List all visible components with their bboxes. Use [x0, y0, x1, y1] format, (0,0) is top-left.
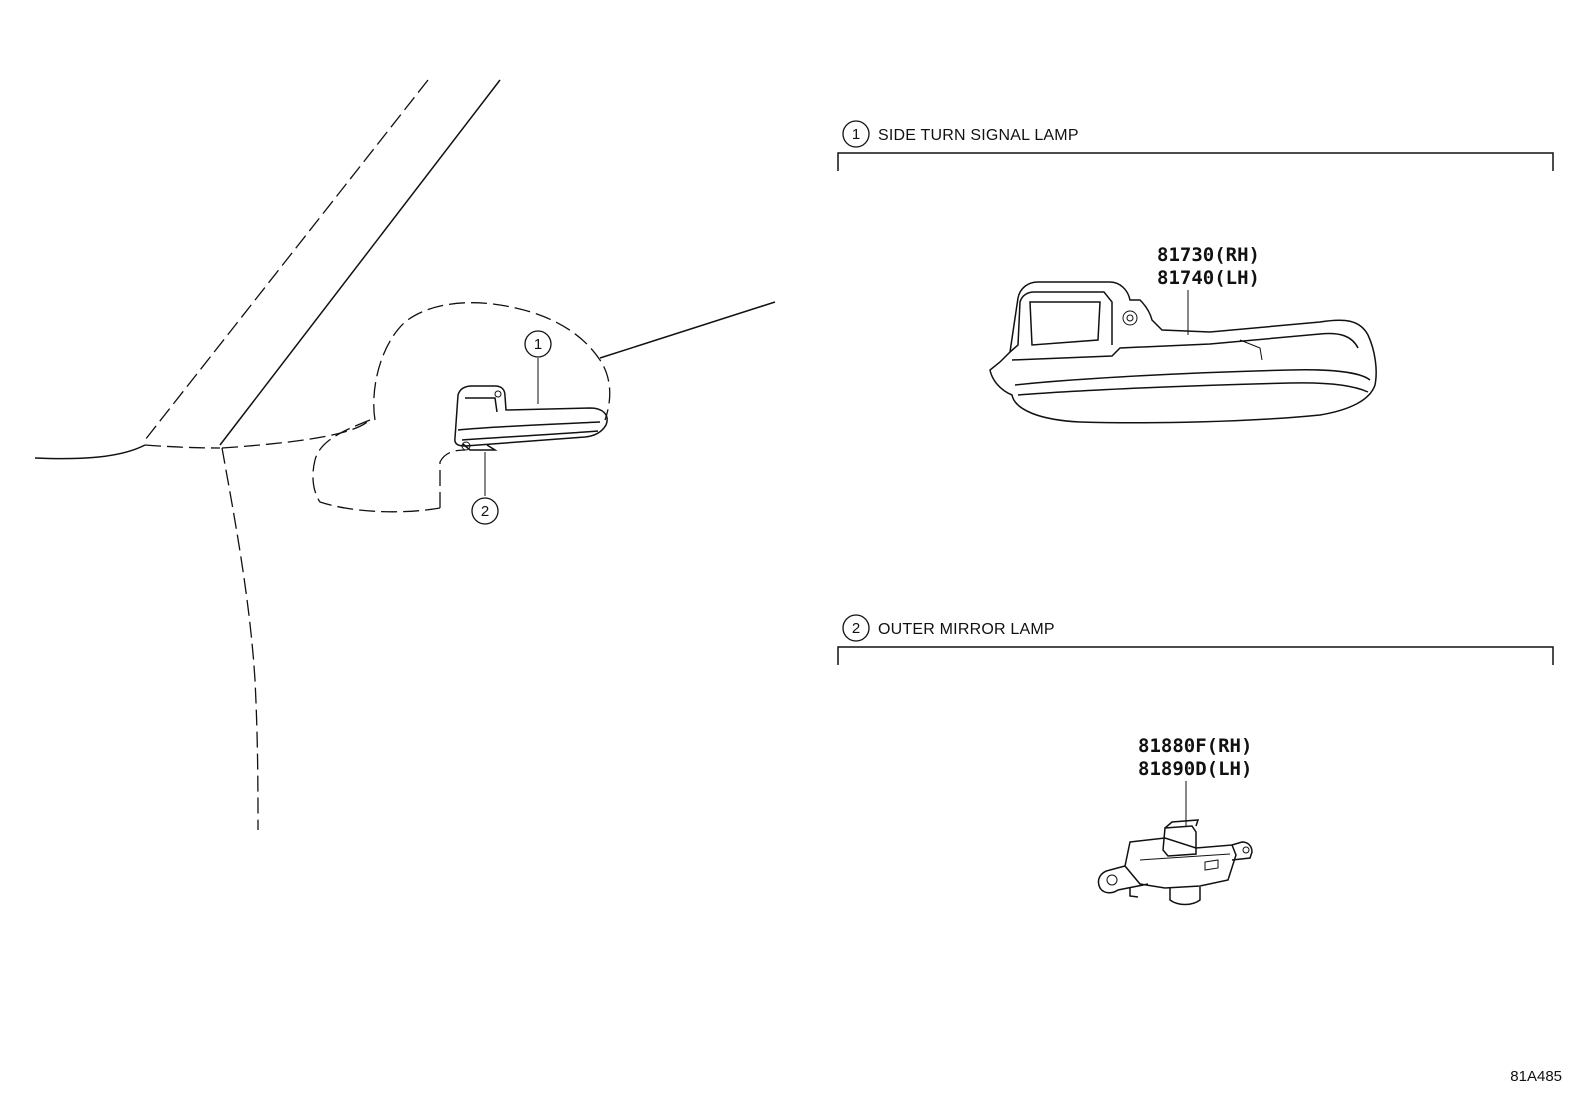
- section-1-number: 1: [852, 126, 860, 143]
- mirror-housing-outline: [312, 302, 611, 513]
- vehicle-body-outline: [34, 79, 776, 831]
- section-2-bracket: [837, 646, 1554, 665]
- diagram-code: 81A485: [1510, 1068, 1562, 1085]
- callout-1-label: 1: [534, 336, 542, 353]
- section-1-bracket: [837, 152, 1554, 171]
- outer-mirror-lamp-illustration: [1097, 819, 1253, 906]
- part-number-81730: 81730(RH): [1157, 244, 1260, 266]
- section-2-title: OUTER MIRROR LAMP: [878, 621, 1055, 638]
- part-number-81890d: 81890D(LH): [1138, 758, 1252, 780]
- section-1-title: SIDE TURN SIGNAL LAMP: [878, 127, 1079, 144]
- part-number-81880f: 81880F(RH): [1138, 735, 1252, 757]
- callout-1: 1: [524, 330, 552, 358]
- part-number-81740: 81740(LH): [1157, 267, 1260, 289]
- section-2-number-circle: [842, 614, 870, 642]
- section-outer-mirror-lamp: 2 OUTER MIRROR LAMP 81880F(RH) 81890D(LH…: [837, 614, 1554, 906]
- section-side-turn-signal-lamp: 1 SIDE TURN SIGNAL LAMP 81730(RH) 81740(…: [837, 120, 1554, 424]
- callout-2: 2: [471, 497, 499, 525]
- callout-2-label: 2: [481, 503, 489, 520]
- section-1-number-circle: [842, 120, 870, 148]
- mirror-turn-signal-lamp: [454, 385, 608, 451]
- side-turn-signal-lamp-illustration: [989, 281, 1377, 424]
- section-2-number: 2: [852, 620, 860, 637]
